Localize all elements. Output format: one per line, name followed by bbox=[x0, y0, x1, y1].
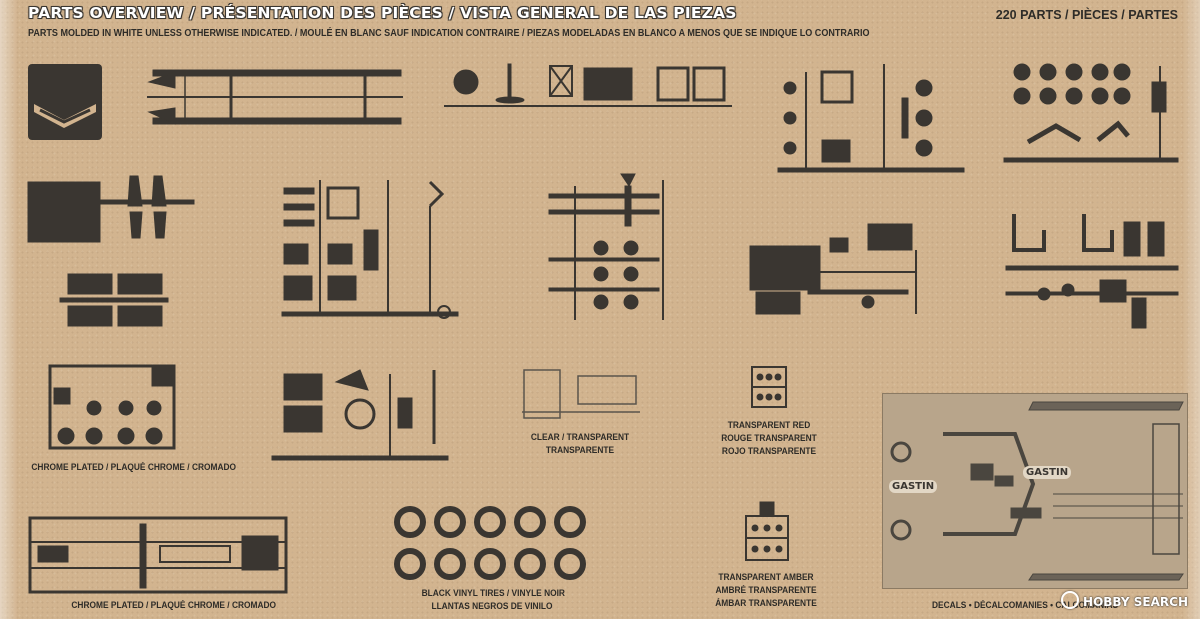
parts-tree-clear bbox=[522, 369, 640, 419]
caption-vinyl-tires-2: LLANTAS NEGROS DE VINILO bbox=[431, 601, 553, 612]
parts-tree-engine-details bbox=[271, 369, 449, 461]
caption-transparent-red-3: ROJO TRANSPARENTE bbox=[721, 446, 817, 457]
parts-tree-fuel-tanks bbox=[444, 63, 732, 107]
parts-tree-transparent-amber bbox=[745, 501, 789, 561]
watermark-logo-icon bbox=[1061, 591, 1080, 609]
decal-artwork bbox=[890, 401, 1184, 581]
watermark-text: HOBBY SEARCH bbox=[1083, 595, 1188, 609]
caption-chrome-plated-1: CHROME PLATED / PLAQUÉ CHROME / CROMADO bbox=[31, 462, 237, 473]
vinyl-tires bbox=[394, 506, 586, 580]
parts-tree-suspension bbox=[548, 173, 664, 320]
parts-tree-chrome-grille bbox=[28, 516, 288, 594]
page-subtitle: PARTS MOLDED IN WHITE UNLESS OTHERWISE I… bbox=[28, 27, 870, 39]
parts-tree-cab-front bbox=[28, 64, 102, 140]
caption-clear-2: TRANSPARENTE bbox=[545, 445, 615, 456]
caption-transparent-red-2: ROUGE TRANSPARENT bbox=[721, 433, 817, 444]
caption-decals: DECALS • DÉCALCOMANIES • CALCOMANÍAS bbox=[932, 600, 1119, 611]
decal-gastin-2: GASTIN bbox=[1023, 466, 1072, 479]
caption-clear-1: CLEAR / TRANSPARENT bbox=[530, 432, 630, 443]
parts-tree-bumper bbox=[59, 273, 169, 327]
parts-tree-exhaust bbox=[777, 64, 965, 173]
parts-tree-frame-rails bbox=[147, 69, 403, 125]
parts-tree-chrome-hubs bbox=[48, 364, 176, 450]
parts-tree-transparent-red bbox=[751, 366, 787, 408]
parts-tree-wheels bbox=[1003, 63, 1179, 163]
parts-tree-interior bbox=[281, 180, 459, 319]
page-title: PARTS OVERVIEW / PRÉSENTATION DES PIÈCES… bbox=[28, 4, 737, 22]
parts-tree-fenders bbox=[1005, 214, 1179, 329]
part-count: 220 PARTS / PIÈCES / PARTES bbox=[995, 8, 1178, 22]
parts-tree-engine bbox=[749, 223, 917, 315]
caption-transparent-red-1: TRANSPARENT RED bbox=[727, 420, 811, 431]
watermark-hobby-search: HOBBY SEARCH bbox=[1061, 591, 1188, 609]
caption-chrome-plated-2: CHROME PLATED / PLAQUÉ CHROME / CROMADO bbox=[71, 600, 277, 611]
decal-gastin-1: GASTIN bbox=[889, 480, 938, 493]
caption-vinyl-tires-1: BLACK VINYL TIRES / VINYLE NOIR bbox=[421, 588, 565, 599]
decal-sheet: GASTIN GASTIN bbox=[882, 393, 1188, 589]
caption-transparent-amber-2: AMBRÉ TRANSPARENTE bbox=[715, 585, 817, 596]
caption-transparent-amber-1: TRANSPARENT AMBER bbox=[718, 572, 814, 583]
parts-tree-cab-sides bbox=[27, 175, 195, 243]
caption-transparent-amber-3: ÁMBAR TRANSPARENTE bbox=[715, 598, 817, 609]
